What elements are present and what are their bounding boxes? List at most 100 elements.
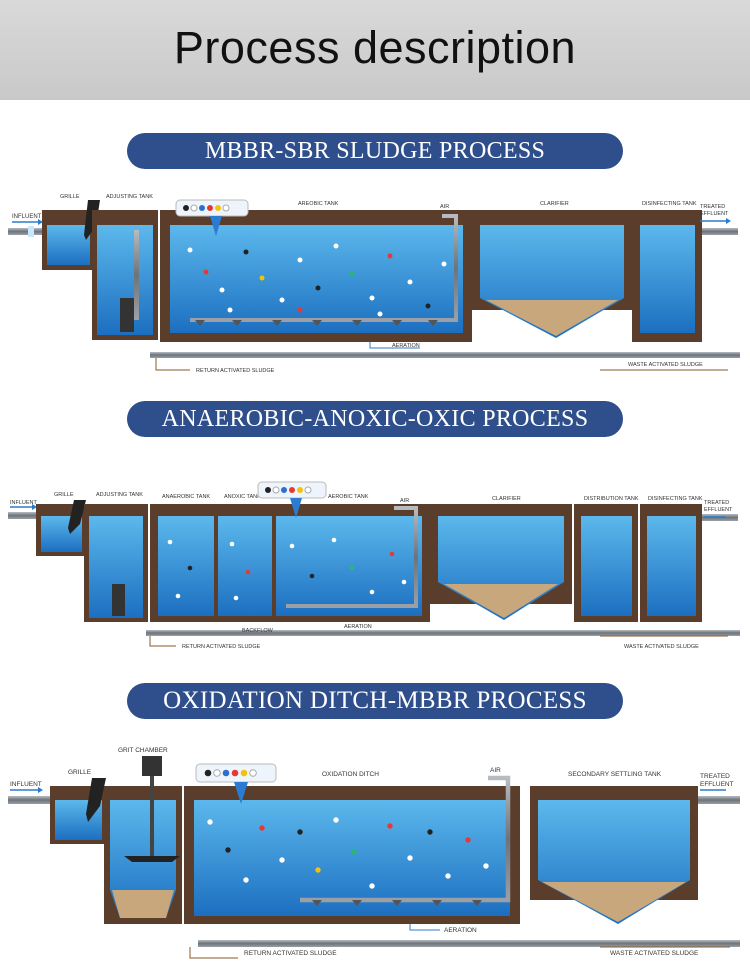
disinfecting-tank-water	[640, 225, 695, 333]
valve-icon	[28, 226, 34, 237]
disinfecting-tank-water	[647, 516, 696, 616]
a2o-diagram: INFLUENT GRILLE ADJUSTING TANK ANAEROBIC…	[0, 472, 750, 657]
mixer-icon	[124, 856, 180, 862]
media-particles	[207, 817, 489, 889]
oxidation-ditch-diagram: INFLUENT GRILLE GRIT CHAMBER OXIDATION D…	[0, 740, 750, 970]
clarifier-label: CLARIFIER	[540, 201, 569, 207]
grille-label: GRILLE	[68, 769, 92, 776]
air-label: AIR	[490, 767, 501, 774]
aerobic-tank-label: AEROBIC TANK	[328, 494, 369, 500]
grille-icon	[86, 778, 106, 822]
anaerobic-tank-water	[158, 516, 214, 616]
influent-arrowhead-icon	[38, 787, 43, 793]
influent-pipe	[8, 796, 56, 804]
aeration-label: AERATION	[444, 927, 477, 934]
return-sludge-pipe	[198, 940, 740, 947]
influent-label: INFLUENT	[10, 500, 38, 506]
clarifier-sediment	[486, 300, 618, 336]
diffusers	[195, 320, 438, 326]
influent-label: INFLUENT	[12, 214, 42, 220]
media-particles	[187, 243, 447, 317]
aerobic-tank-water	[276, 516, 422, 616]
disinfecting-tank-label: DISINFECTING TANK	[642, 201, 697, 207]
media-particles	[167, 537, 407, 601]
settling-tank-sediment	[542, 882, 686, 922]
air-pipe	[286, 506, 418, 608]
page-header: Process description	[0, 0, 750, 100]
grit-chamber-label: GRIT CHAMBER	[118, 747, 168, 754]
mixer-shaft	[150, 776, 154, 856]
anoxic-tank-water	[218, 516, 272, 616]
air-label: AIR	[400, 498, 409, 504]
treated-label-2: EFFLUENT	[700, 781, 734, 788]
grit-motor-icon	[142, 756, 162, 776]
settling-tank-label: SECONDARY SETTLING TANK	[568, 771, 662, 778]
oxidation-ditch-svg: INFLUENT GRILLE GRIT CHAMBER OXIDATION D…	[8, 747, 740, 959]
grit-sediment	[112, 890, 174, 918]
media-pointer-icon	[290, 498, 302, 518]
process-3-title: OXIDATION DITCH-MBBR PROCESS	[127, 683, 623, 719]
anoxic-tank-label: ANOXIC TANK	[224, 494, 261, 500]
page-title: Process description	[173, 22, 577, 73]
process-2-title: ANAEROBIC-ANOXIC-OXIC PROCESS	[127, 401, 623, 437]
clarifier-label: CLARIFIER	[492, 496, 521, 502]
media-pointer-icon	[234, 782, 248, 804]
effluent-arrowhead-icon	[726, 218, 731, 224]
return-sludge-label: RETURN ACTIVATED SLUDGE	[182, 644, 261, 650]
return-sludge-label: RETURN ACTIVATED SLUDGE	[244, 950, 337, 957]
influent-label: INFLUENT	[10, 781, 42, 788]
adjusting-tank-label: ADJUSTING TANK	[106, 194, 153, 200]
treated-label-1: TREATED	[700, 773, 730, 780]
aeration-label: AERATION	[392, 343, 420, 349]
media-pointer-icon	[210, 216, 222, 236]
distribution-tank-water	[581, 516, 632, 616]
grille-icon	[68, 500, 86, 534]
return-arrow-icon	[155, 358, 190, 371]
return-sludge-label: RETURN ACTIVATED SLUDGE	[196, 368, 275, 374]
grille-label: GRILLE	[54, 492, 74, 498]
air-pipe	[300, 775, 511, 903]
return-arrow-icon	[189, 947, 238, 959]
influent-arrowhead-icon	[38, 219, 43, 225]
disinfecting-tank-label: DISINFECTING TANK	[648, 496, 703, 502]
waste-sludge-label: WASTE ACTIVATED SLUDGE	[624, 644, 699, 650]
grille-label: GRILLE	[60, 194, 80, 200]
treated-label-2: EFFLUENT	[704, 507, 733, 513]
aeration-arrow-icon	[409, 924, 440, 931]
return-sludge-pipe	[150, 352, 740, 358]
influent-pipe	[8, 512, 42, 519]
pump-icon	[120, 298, 134, 332]
aerobic-tank-water	[170, 225, 463, 333]
effluent-pipe	[698, 796, 740, 804]
mbbr-sbr-svg: INFLUENT GRILLE ADJUSTING TANK AREOBIC T…	[8, 194, 740, 374]
aeration-label: AERATION	[344, 624, 372, 630]
diffusers	[312, 900, 482, 906]
anaerobic-tank-label: ANAEROBIC TANK	[162, 494, 210, 500]
oxidation-ditch-water	[194, 800, 510, 916]
media-swatches	[265, 486, 312, 494]
return-sludge-pipe	[146, 630, 740, 636]
treated-label-1: TREATED	[704, 500, 729, 506]
process-1-title: MBBR-SBR SLUDGE PROCESS	[127, 133, 623, 169]
grille-pit-water	[47, 225, 90, 265]
treated-label-1: TREATED	[700, 204, 725, 210]
media-swatches	[204, 769, 257, 777]
adjusting-tank-label: ADJUSTING TANK	[96, 492, 143, 498]
a2o-svg: INFLUENT GRILLE ADJUSTING TANK ANAEROBIC…	[8, 481, 740, 650]
backflow-label: BACKFLOW	[242, 628, 274, 634]
pump-pipe	[134, 230, 139, 320]
air-pipe	[190, 214, 458, 322]
return-arrow-icon	[149, 636, 176, 647]
mbbr-sbr-diagram: INFLUENT GRILLE ADJUSTING TANK AREOBIC T…	[0, 180, 750, 375]
waste-sludge-label: WASTE ACTIVATED SLUDGE	[610, 950, 699, 957]
air-label: AIR	[440, 204, 449, 210]
waste-sludge-label: WASTE ACTIVATED SLUDGE	[628, 362, 703, 368]
effluent-pipe	[702, 228, 738, 235]
influent-arrowhead-icon	[32, 504, 37, 510]
clarifier-sediment	[444, 584, 558, 618]
pump-icon	[112, 584, 125, 616]
aerobic-tank-label: AREOBIC TANK	[298, 201, 339, 207]
media-swatches	[183, 204, 230, 212]
aeration-arrow-icon	[369, 342, 420, 349]
distribution-tank-label: DISTRIBUTION TANK	[584, 496, 639, 502]
